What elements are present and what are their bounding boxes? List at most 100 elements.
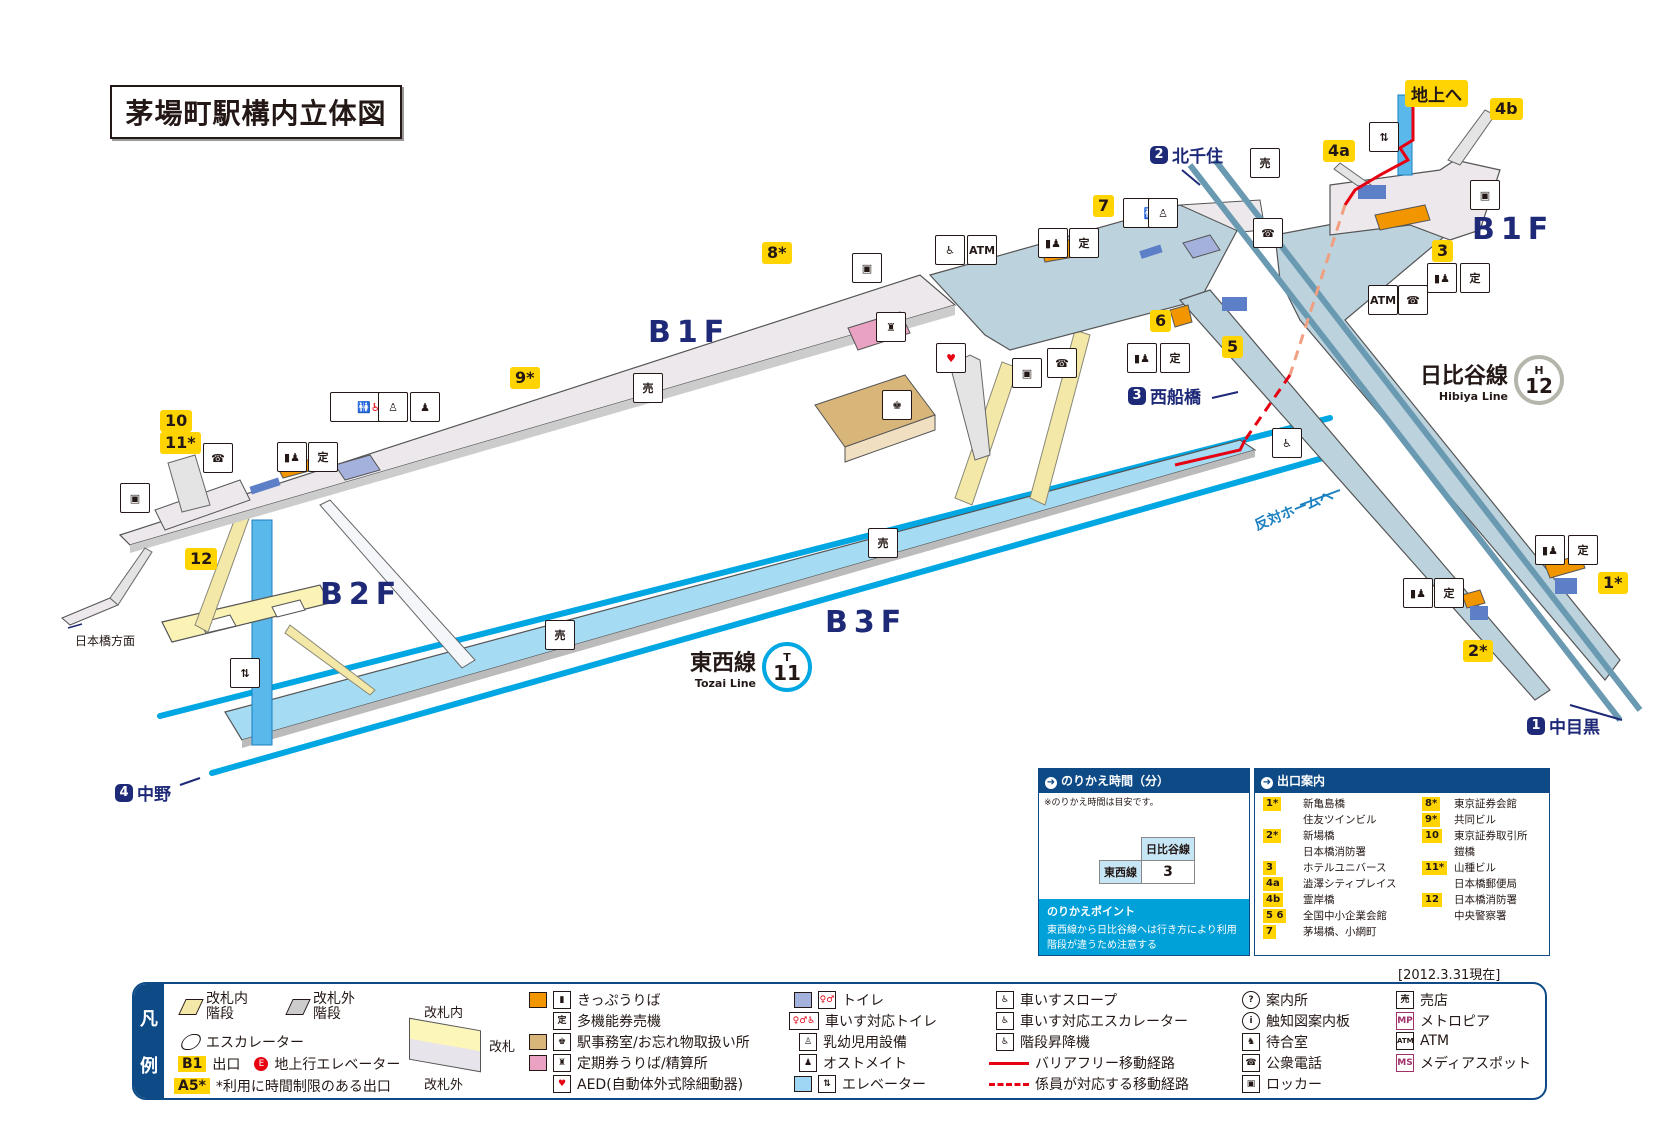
commuter-pass-icon: 定	[1434, 578, 1464, 608]
wheelchair-escalator-icon: ♿	[996, 1012, 1014, 1030]
commuter-pass-icon: 定	[1460, 263, 1490, 293]
arrow-right-icon: ➜	[1045, 777, 1057, 789]
legend-limited-exit: A5**利用に時間制限のある出口	[174, 1076, 391, 1096]
locker-icon: ▣	[120, 483, 150, 513]
legend-elevator: ⇅エレベーター	[794, 1074, 926, 1094]
legend-barrier-free-route: バリアフリー移動経路	[989, 1053, 1175, 1073]
legend-locker: ▣ロッカー	[1242, 1074, 1322, 1094]
phone-icon: ☎	[203, 443, 233, 473]
tozai-name-en: Tozai Line	[694, 676, 757, 690]
ticket-machine-icon: ▮♟	[1403, 578, 1433, 608]
toilet-icon: ♀♂	[818, 991, 836, 1009]
legend-gate-inside: 改札内	[424, 1006, 464, 1021]
elevator-icon: ⇅	[1369, 122, 1399, 152]
ostomate-icon: ♟	[799, 1054, 817, 1072]
exit-badge-4b: 4b	[1490, 98, 1523, 120]
floor-label-b2f: B2F	[320, 577, 403, 612]
legend-escalator: エスカレーター	[178, 1032, 304, 1052]
hibiya-name-en: Hibiya Line	[1438, 389, 1509, 403]
row-header-tozai: 東西線	[1099, 860, 1142, 884]
exit-badge-4a: 4a	[1323, 140, 1355, 162]
pass-office-icon: ♜	[876, 312, 906, 342]
metropia-icon: MP	[1396, 1012, 1414, 1030]
exit-badge-1: 1*	[1598, 572, 1628, 594]
legend-shop: 売売店	[1396, 990, 1448, 1010]
exit-badge-3: 3	[1432, 240, 1454, 262]
baby-room-icon: ♙	[378, 392, 408, 422]
legend-info: ?案内所	[1242, 990, 1308, 1010]
legend-side-label: 凡例	[134, 984, 164, 1098]
legend-public-phone: ☎公衆電話	[1242, 1053, 1322, 1073]
legend-ostomate: ♟オストメイト	[799, 1053, 907, 1073]
legend-ticket-sales: ▮きっぷうりば	[529, 990, 660, 1010]
floor-label-b1f-right: B1F	[1472, 212, 1555, 247]
tozai-name-jp: 東西線	[690, 650, 757, 676]
legend-stairs-inside: 改札内 階段	[178, 992, 248, 1022]
escalator-icon	[178, 1034, 204, 1050]
commuter-pass-icon: 定	[1160, 343, 1190, 373]
ticket-machine-icon: ▮♟	[277, 442, 307, 472]
transfer-panel-header: ➜のりかえ時間（分）	[1039, 769, 1249, 793]
locker-icon: ▣	[1242, 1075, 1260, 1093]
nihonbashi-direction-label: 日本橋方面	[75, 634, 136, 648]
shop-icon: 売	[1396, 991, 1414, 1009]
phone-icon: ☎	[1242, 1054, 1260, 1072]
accessible-toilet-icon: ♀♂♿	[789, 1012, 819, 1030]
shop-icon: 売	[1250, 148, 1280, 178]
exit-guide-panel: ➜出口案内 1*新亀島橋 8*東京証券会館 住友ツインビル 9*共同ビル 2*新…	[1254, 768, 1550, 956]
floor-label-b1f: B1F	[648, 315, 731, 350]
phone-icon: ☎	[1047, 348, 1077, 378]
waiting-room-icon: ♞	[1242, 1033, 1260, 1051]
shop-icon: 売	[545, 620, 575, 650]
transfer-point-box: のりかえポイント 東西線から日比谷線へは行き方により利用 階段が違うため注意する	[1039, 899, 1249, 955]
legend-stairs-outside: 改札外 階段	[285, 992, 355, 1022]
pass-office-icon: ♜	[553, 1054, 571, 1072]
ground-elevator-icon: E	[254, 1057, 269, 1071]
legend-gate-outside: 改札外	[424, 1078, 464, 1093]
commuter-pass-icon: 定	[1069, 228, 1099, 258]
legend-pass-office: ♜定期券うりば/精算所	[529, 1053, 708, 1073]
ticket-machine-icon: ▮♟	[1535, 535, 1565, 565]
legend-waiting-room: ♞待合室	[1242, 1032, 1308, 1052]
stair-lift-icon: ♿	[1272, 428, 1302, 458]
transfer-note: ※のりかえ時間は目安です。	[1044, 798, 1159, 808]
aed-icon: ♥	[553, 1075, 571, 1093]
exit-badge-2: 2*	[1463, 640, 1493, 662]
legend-wheelchair-slope: ♿車いすスロープ	[996, 990, 1117, 1010]
legend-multi-ticket: 定多機能券売機	[553, 1011, 661, 1031]
atm-icon: ATM	[1368, 285, 1398, 315]
exit-panel-header: ➜出口案内	[1255, 769, 1549, 793]
commuter-pass-icon: 定	[553, 1012, 571, 1030]
exit-badge-9: 9*	[510, 367, 540, 389]
legend-station-office: ♚駅事務室/お忘れ物取扱い所	[529, 1032, 750, 1052]
exit-badge-6: 6	[1150, 310, 1172, 332]
wheelchair-slope-icon: ♿	[996, 991, 1014, 1009]
legend-stair-lift: ♿階段昇降機	[996, 1032, 1090, 1052]
legend-baby: ♙乳幼児用設備	[799, 1032, 907, 1052]
legend-wheelchair-escalator: ♿車いす対応エスカレーター	[996, 1011, 1188, 1031]
stairs-inside-icon	[178, 999, 204, 1015]
solid-red-line-icon	[989, 1061, 1029, 1065]
baby-room-icon: ♙	[799, 1033, 817, 1051]
commuter-pass-icon: 定	[1568, 535, 1598, 565]
phone-icon: ☎	[1398, 285, 1428, 315]
commuter-pass-icon: 定	[308, 442, 338, 472]
elevator-icon: ⇅	[818, 1075, 836, 1093]
stair-lift-icon: ♿	[996, 1033, 1014, 1051]
phone-icon: ☎	[1253, 218, 1283, 248]
locker-icon: ▣	[852, 253, 882, 283]
